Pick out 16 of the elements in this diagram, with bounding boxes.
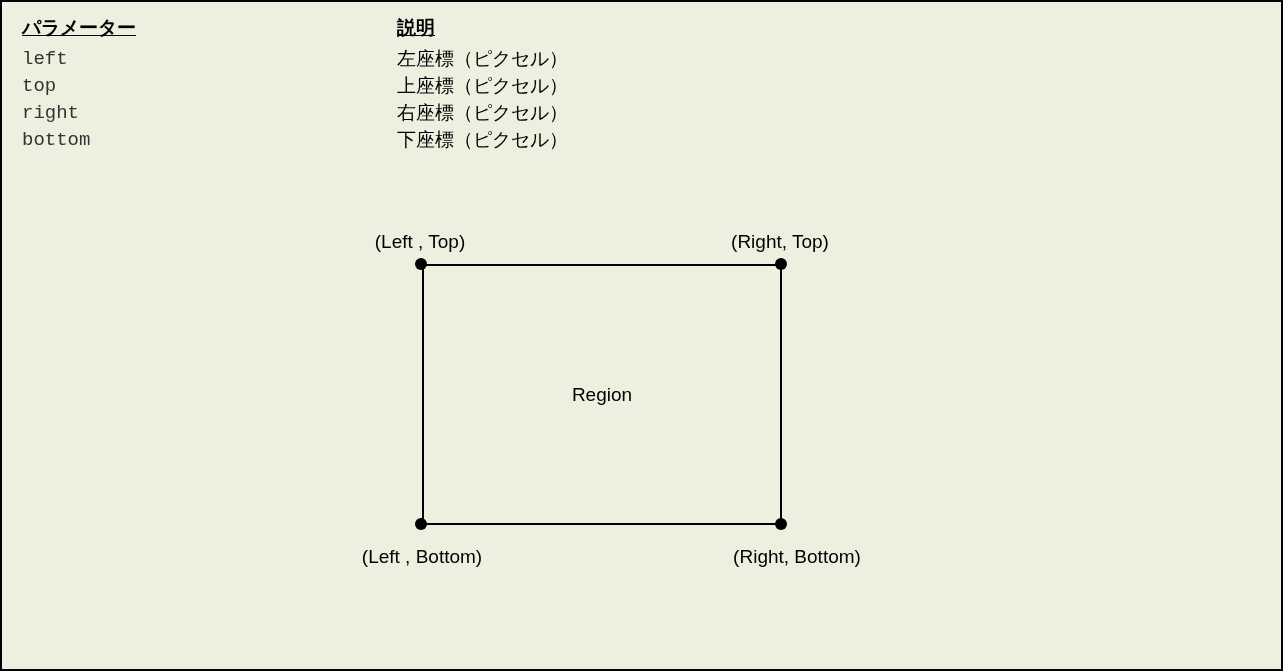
corner-label: (Left , Bottom): [361, 545, 483, 569]
description-text: 上座標（ピクセル）: [397, 74, 568, 98]
parameter-name: right: [22, 101, 79, 125]
column-header: 説明: [397, 16, 435, 40]
corner-label: (Right, Bottom): [733, 545, 861, 569]
description-text: 左座標（ピクセル）: [397, 47, 568, 71]
region-label: Region: [571, 383, 633, 406]
region-rectangle: [422, 264, 782, 525]
parameter-name: bottom: [22, 128, 91, 152]
corner-label: (Right, Top): [731, 230, 829, 254]
parameter-name: top: [22, 74, 57, 98]
description-text: 下座標（ピクセル）: [397, 128, 568, 152]
column-header: パラメーター: [22, 16, 136, 40]
corner-label: (Left , Top): [374, 230, 466, 254]
parameter-name: left: [22, 47, 68, 71]
description-text: 右座標（ピクセル）: [397, 101, 568, 125]
